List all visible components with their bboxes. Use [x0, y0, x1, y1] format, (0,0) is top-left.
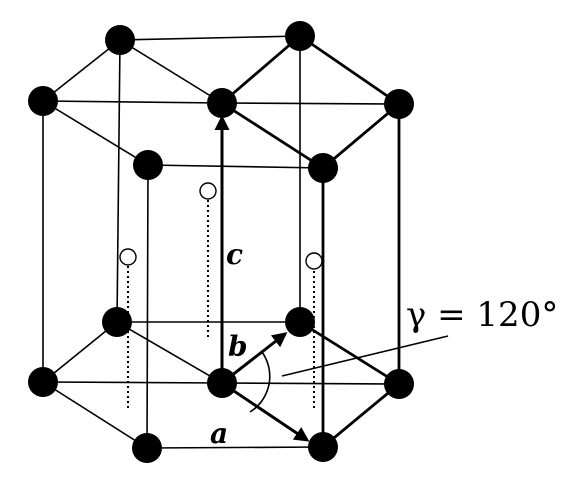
atom — [308, 432, 338, 462]
angle-arc — [249, 351, 271, 413]
label-b: b — [228, 330, 248, 363]
interior-atom — [199, 182, 217, 200]
angle-annotation: γ = 120° — [406, 295, 558, 335]
vertical-edges — [42, 36, 401, 449]
atom — [384, 369, 414, 399]
atom — [384, 89, 414, 119]
interior-atoms — [119, 182, 323, 270]
label-c: c — [226, 238, 243, 271]
atom — [285, 21, 315, 51]
atom — [132, 433, 162, 463]
bottom-rhombus — [299, 320, 400, 449]
atom — [285, 307, 315, 337]
atom — [28, 367, 58, 397]
interior-atom — [305, 252, 323, 270]
atom — [105, 25, 135, 55]
label-a: a — [210, 417, 228, 450]
top-rhombus — [221, 34, 400, 170]
atom — [133, 150, 163, 180]
atom — [28, 86, 58, 116]
interior-atom — [119, 248, 137, 266]
angle-leader — [281, 335, 449, 377]
atom — [308, 153, 338, 183]
atom — [207, 368, 237, 398]
vector-a — [221, 381, 310, 442]
interior-drop-lines — [127, 200, 315, 410]
top-hexagon — [42, 35, 400, 169]
lattice-atoms — [28, 21, 414, 463]
atom — [207, 88, 237, 118]
atom — [102, 307, 132, 337]
